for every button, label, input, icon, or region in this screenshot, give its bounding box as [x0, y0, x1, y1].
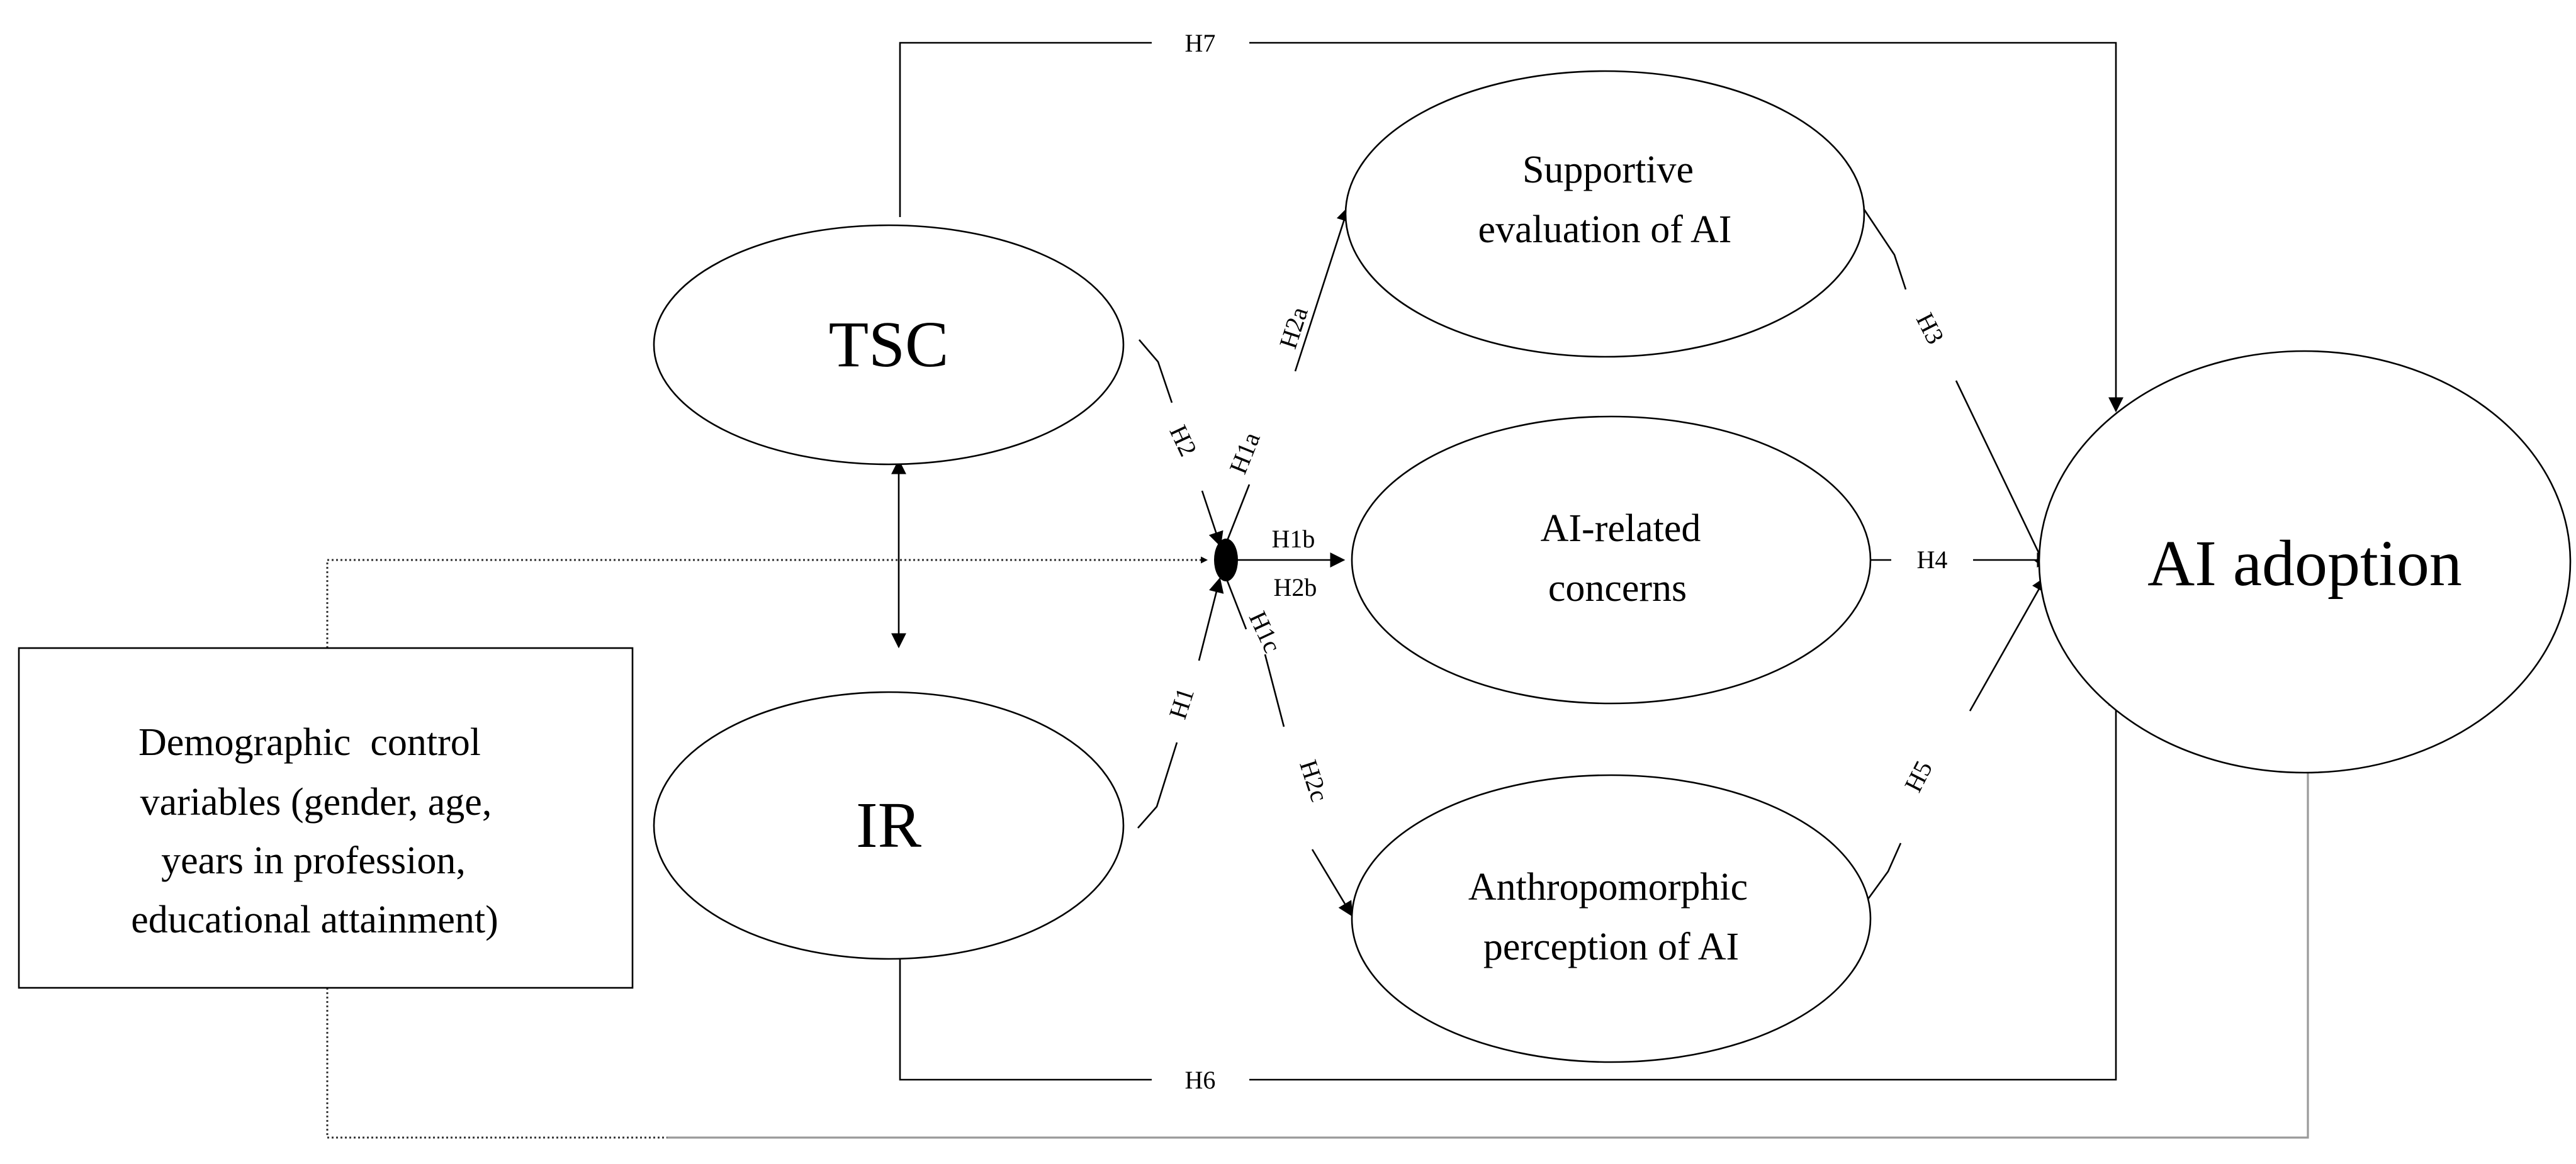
label-h1a: H1a	[1223, 428, 1266, 478]
node-demographic-controls: Demographic control variables (gender, a…	[18, 647, 634, 989]
mediation-junction-dot	[1214, 539, 1238, 581]
label-h1b: H1b	[1272, 525, 1315, 553]
node-ir: IR	[653, 691, 1125, 960]
node-tsc: TSC	[653, 224, 1125, 466]
label-h2c: H2c	[1294, 756, 1334, 805]
path-h1a-h2a	[1225, 206, 1351, 544]
node-ir-label: IR	[856, 789, 922, 861]
path-h1	[1137, 577, 1224, 829]
node-ai-related-concerns: AI-related concerns	[1351, 415, 1872, 705]
node-ai-related-concerns-line2: concerns	[1548, 567, 1687, 610]
label-h3: H3	[1911, 308, 1950, 349]
node-supportive-evaluation-line1: Supportive	[1522, 148, 1694, 191]
label-h2: H2	[1164, 421, 1203, 461]
node-demographic-controls-line4: educational attainment)	[131, 898, 498, 941]
node-anthropomorphic-perception-line1: Anthropomorphic	[1468, 866, 1748, 909]
node-supportive-evaluation-line2: evaluation of AI	[1478, 208, 1732, 251]
label-h2b: H2b	[1274, 573, 1317, 602]
label-h1: H1	[1163, 685, 1200, 722]
node-ai-adoption: AI adoption	[2038, 350, 2572, 774]
node-tsc-label: TSC	[829, 308, 949, 381]
node-demographic-controls-line3: years in profession,	[161, 839, 466, 882]
control-to-junction-line	[326, 556, 1208, 648]
label-h2a: H2a	[1273, 303, 1313, 352]
node-ai-adoption-label: AI adoption	[2147, 527, 2462, 600]
label-h7: H7	[1185, 29, 1216, 57]
label-h6: H6	[1185, 1066, 1216, 1094]
node-demographic-controls-line2: variables (gender, age,	[140, 781, 492, 824]
path-h3	[1862, 207, 2048, 571]
path-h1c-h2c	[1225, 577, 1353, 917]
label-h1c: H1c	[1244, 607, 1287, 657]
node-anthropomorphic-perception-line2: perception of AI	[1483, 926, 1739, 968]
node-supportive-evaluation: Supportive evaluation of AI	[1344, 70, 1865, 358]
label-h5: H5	[1899, 756, 1938, 797]
node-demographic-controls-line1: Demographic control	[138, 721, 481, 764]
control-to-ai-adoption-line	[326, 755, 2312, 1139]
label-h4: H4	[1917, 546, 1948, 574]
path-h5	[1862, 576, 2047, 907]
node-ai-related-concerns-line1: AI-related	[1541, 507, 1701, 550]
path-h7	[899, 42, 2123, 413]
path-h6	[899, 690, 2123, 1081]
node-anthropomorphic-perception: Anthropomorphic perception of AI	[1351, 774, 1872, 1063]
path-h2	[1139, 339, 1223, 547]
